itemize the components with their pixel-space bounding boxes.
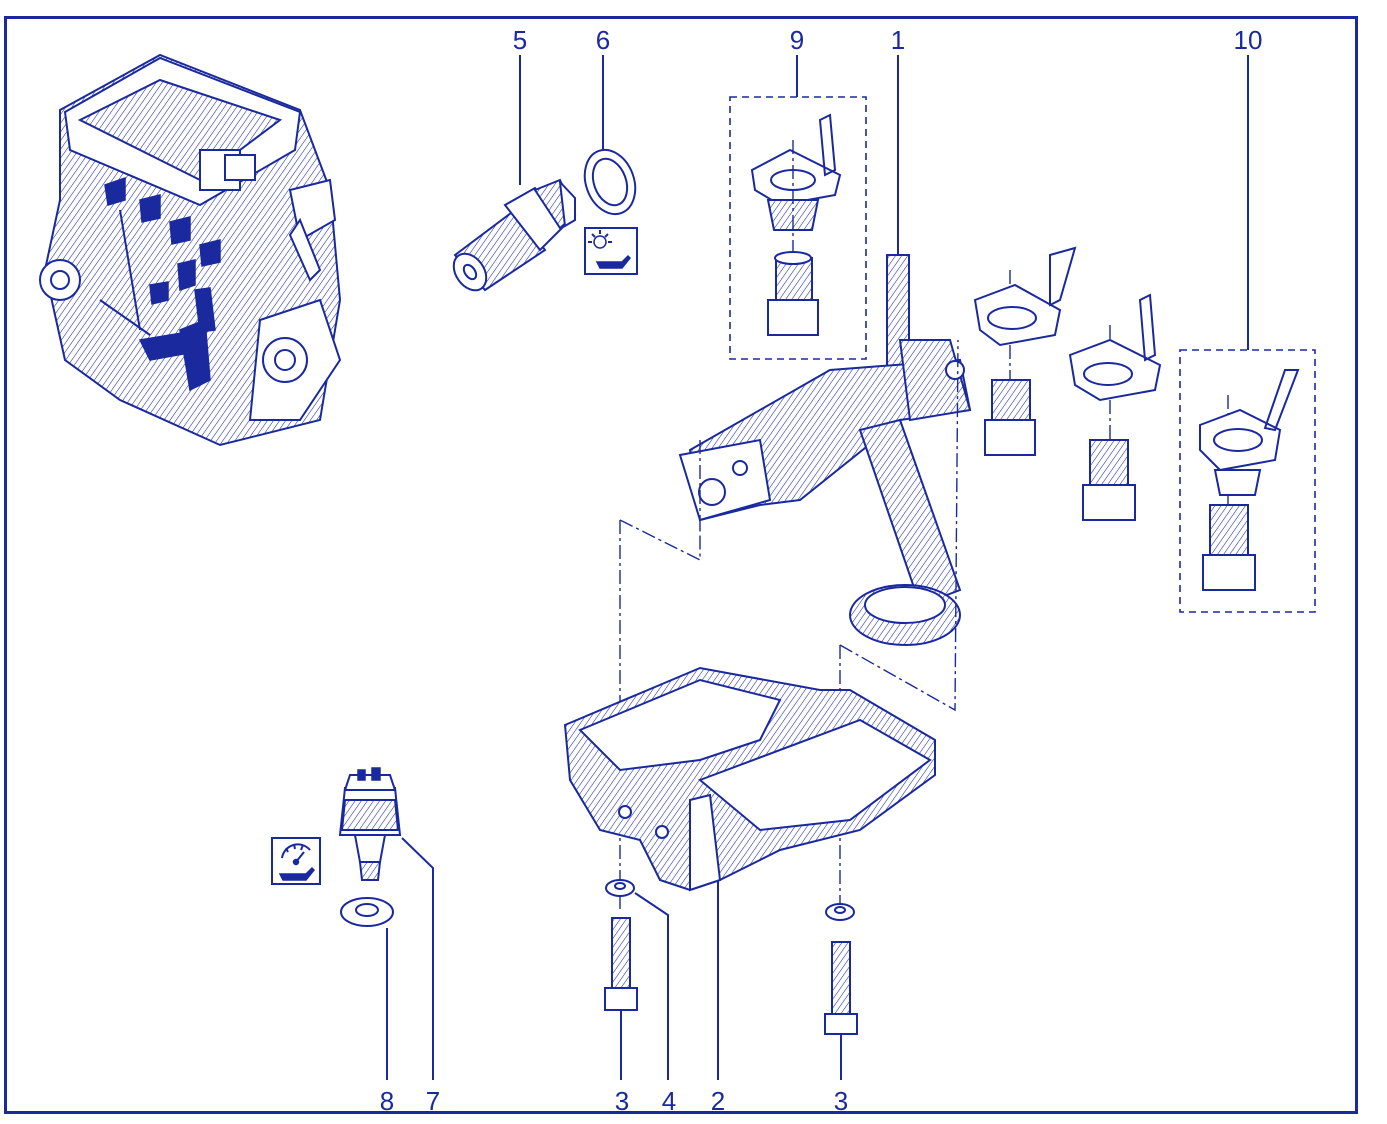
unions-right — [973, 246, 1162, 521]
part-8-sealing-washer — [340, 897, 394, 1080]
part-9-union-group — [729, 55, 867, 360]
oil-pressure-gauge-icon — [271, 837, 321, 885]
callout-6: 6 — [595, 25, 611, 55]
part-6-sealing-ring — [583, 55, 637, 216]
callout-3-right: 3 — [833, 1086, 849, 1116]
diagram-frame — [4, 16, 1358, 1114]
callout-3-left: 3 — [614, 1086, 630, 1116]
callout-10: 10 — [1233, 25, 1263, 55]
callout-8: 8 — [379, 1086, 395, 1116]
part-3-bolt-left — [604, 917, 638, 1080]
part-4-lock-washer — [605, 879, 669, 1080]
callout-1: 1 — [890, 25, 906, 55]
part-10-union-group — [1179, 55, 1316, 613]
callout-9: 9 — [789, 25, 805, 55]
callout-5: 5 — [512, 25, 528, 55]
callout-4: 4 — [661, 1086, 677, 1116]
callout-2: 2 — [710, 1086, 726, 1116]
part-3-bolt-right — [824, 941, 858, 1080]
part-4-lock-washer-right — [825, 903, 855, 921]
callout-7: 7 — [425, 1086, 441, 1116]
part-2-sump-baffle — [563, 666, 936, 1080]
oil-warning-light-icon — [584, 227, 638, 275]
part-1-oil-pump — [678, 55, 972, 646]
part-5-oil-pressure-switch — [452, 55, 577, 292]
engine-block-illustration — [39, 53, 342, 447]
part-7-oil-pressure-sender — [338, 767, 434, 1080]
